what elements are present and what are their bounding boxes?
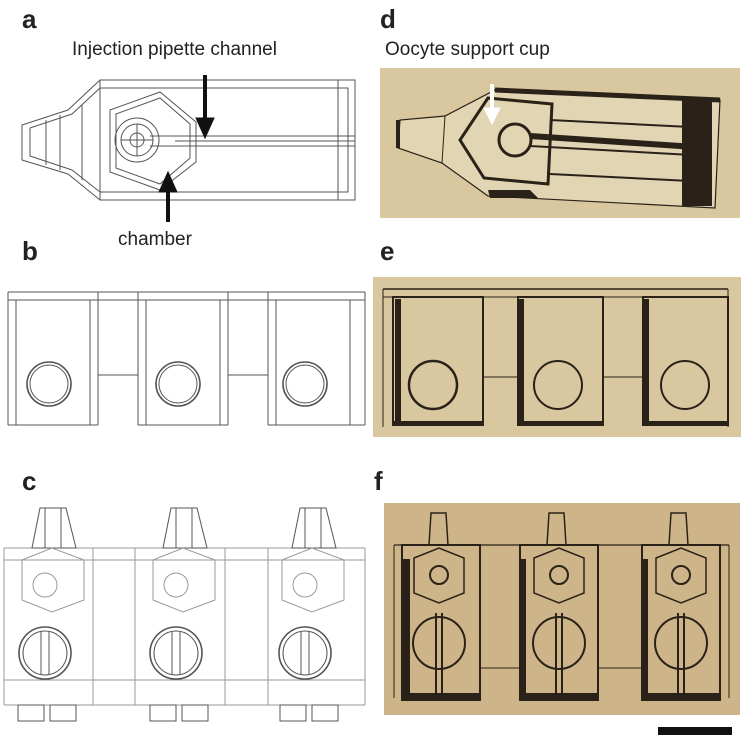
oocyte-support-cup-label: Oocyte support cup (385, 39, 550, 60)
panel-c-drawing (3, 507, 366, 722)
injection-pipette-channel-label: Injection pipette channel (72, 39, 277, 60)
chamber-label: chamber (118, 229, 192, 250)
up-arrow-icon (158, 170, 178, 222)
white-arrow-icon (483, 84, 501, 126)
panel-b-drawing (7, 291, 366, 426)
panel-letter-d: d (380, 4, 396, 34)
panel-a-drawing (21, 79, 356, 201)
photo-panel-f (384, 503, 740, 715)
down-arrow-icon (195, 75, 215, 140)
panel-letter-e: e (380, 236, 395, 266)
panel-letter-a: a (22, 4, 37, 34)
scale-bar (658, 727, 732, 735)
panel-letter-f: f (374, 466, 383, 496)
photo-panel-d (380, 68, 740, 218)
panel-letter-b: b (22, 236, 38, 266)
photo-panel-e (373, 277, 741, 437)
panel-letter-c: c (22, 466, 37, 496)
